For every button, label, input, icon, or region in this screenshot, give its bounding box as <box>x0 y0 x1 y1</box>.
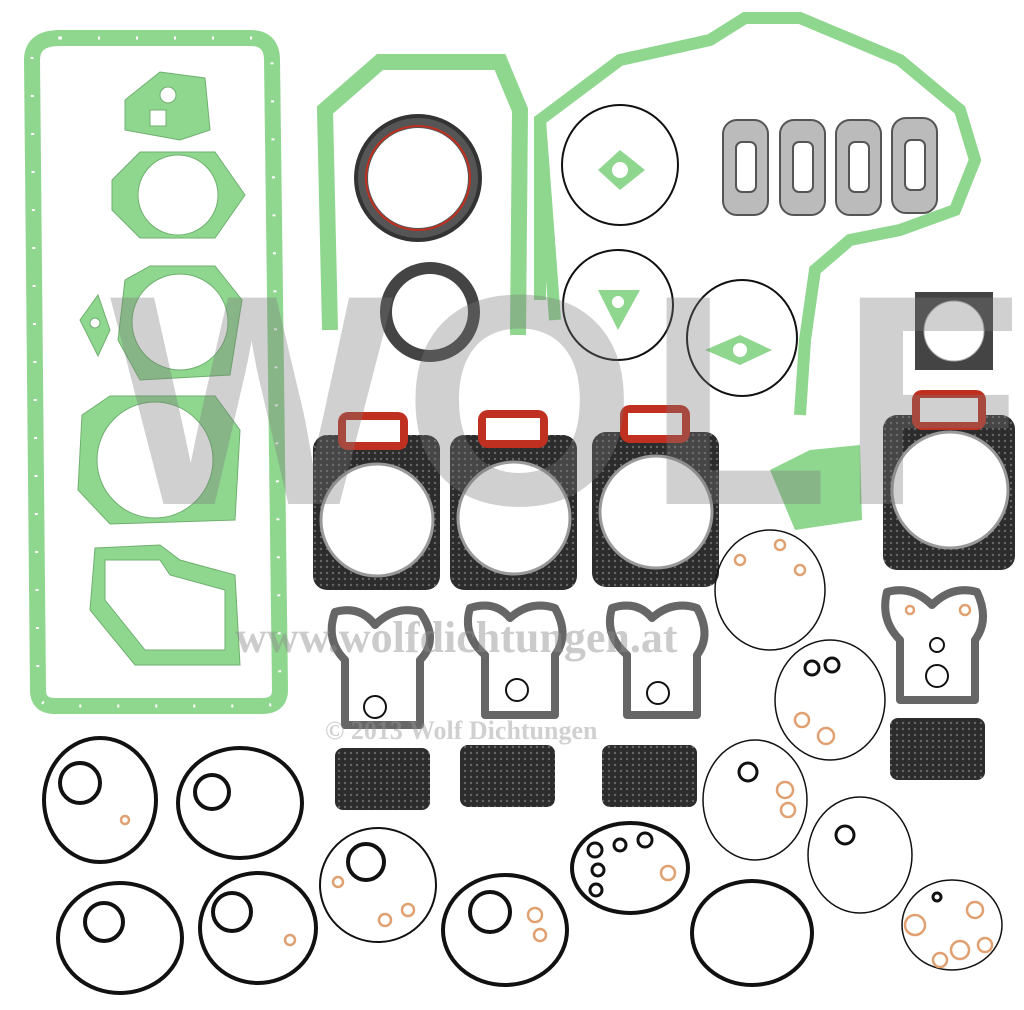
watermark-copyright: © 2013 Wolf Dichtungen <box>325 716 598 745</box>
timing-cover-gasket <box>534 12 982 416</box>
o-ring-sets <box>42 736 814 995</box>
cylinder-head-gaskets <box>313 390 1015 590</box>
front-cover-gasket <box>316 54 529 336</box>
valve-cover-gaskets <box>327 586 987 729</box>
oil-pan-gasket <box>23 30 289 714</box>
small-green-gaskets <box>77 71 246 666</box>
exhaust-gaskets <box>722 117 938 216</box>
crankshaft-seals <box>354 114 482 362</box>
small-o-rings <box>586 656 943 903</box>
thin-o-rings <box>702 529 1003 971</box>
copper-washers <box>119 538 994 969</box>
watermark-url: www.wolfdichtungen.at <box>235 613 678 662</box>
valve-cover-o-rings <box>363 637 949 719</box>
o-rings-upper <box>561 104 798 397</box>
small-green-flanges <box>598 150 862 530</box>
injector-gaskets <box>335 718 985 810</box>
square-gasket <box>915 292 993 370</box>
